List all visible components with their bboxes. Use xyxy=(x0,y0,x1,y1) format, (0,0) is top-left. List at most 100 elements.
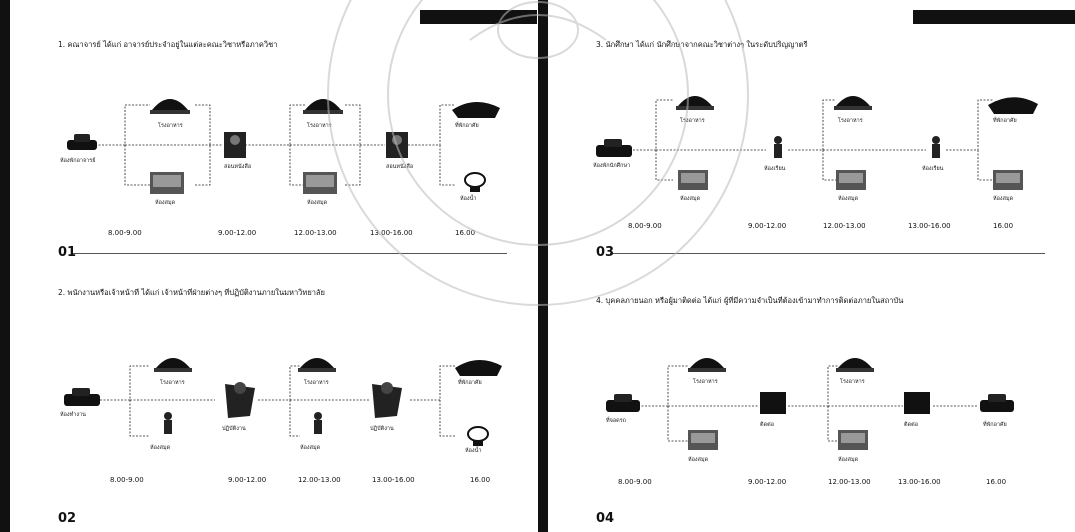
home-icon xyxy=(452,102,500,118)
time-label: 16.00 xyxy=(455,229,475,237)
time-label: 9.00-12.00 xyxy=(218,229,256,237)
time-label: 9.00-12.00 xyxy=(748,478,786,486)
node-label: ห้องน้ำ xyxy=(465,446,481,454)
node-label: สอนหนังสือ xyxy=(386,163,413,170)
library-icon xyxy=(993,170,1023,190)
canteen-icon xyxy=(298,358,336,372)
flow-diagram: ห้องพักนักศึกษา โรงอาหาร ห้องสมุด ห้องเร… xyxy=(538,0,1075,266)
time-label: 13.00-16.00 xyxy=(908,222,951,230)
node-label: โรงอาหาร xyxy=(307,121,332,129)
time-label: 8.00-9.00 xyxy=(110,476,144,484)
node-label: ห้องทำงาน xyxy=(60,411,86,418)
node-label: โรงอาหาร xyxy=(304,378,329,386)
home-icon xyxy=(455,360,502,376)
divider xyxy=(72,253,507,254)
student-icon xyxy=(164,412,172,434)
node-label: ปฏิบัติงาน xyxy=(222,425,246,432)
node-label: ห้องพักอาจารย์ xyxy=(60,157,95,164)
node-label: ห้องสมุด xyxy=(150,444,171,451)
library-icon xyxy=(838,430,868,450)
library-icon xyxy=(836,170,866,190)
contact-icon xyxy=(760,392,786,414)
canteen-icon xyxy=(150,99,190,114)
flow-diagram: ที่จอดรถ โรงอาหาร ห้องสมุด ติดต่อ โรงอาห… xyxy=(538,266,1075,532)
node-label: ห้องสมุด xyxy=(838,195,859,202)
node-label: โรงอาหาร xyxy=(158,121,183,129)
canteen-icon xyxy=(303,99,343,114)
node-label: โรงอาหาร xyxy=(680,116,705,124)
node-label: ที่จอดรถ xyxy=(606,416,626,424)
canteen-icon xyxy=(676,96,714,110)
toilet-icon xyxy=(465,173,485,192)
teacher-icon xyxy=(386,132,408,158)
student-icon xyxy=(774,136,782,158)
time-label: 9.00-12.00 xyxy=(748,222,786,230)
contact-icon xyxy=(904,392,930,414)
time-label: 9.00-12.00 xyxy=(228,476,266,484)
node-label: ที่พักอาศัย xyxy=(983,420,1007,428)
car-icon xyxy=(606,394,640,412)
teacher-icon xyxy=(224,132,246,158)
node-label: โรงอาหาร xyxy=(693,377,718,385)
node-label: ห้องสมุด xyxy=(300,444,321,451)
worker-icon xyxy=(372,382,402,418)
time-label: 16.00 xyxy=(986,478,1006,486)
time-label: 8.00-9.00 xyxy=(108,229,142,237)
panel-04: 4. บุคคลภายนอก หรือผู้มาติดต่อ ได้แก่ ผู… xyxy=(538,266,1075,532)
student-icon xyxy=(932,136,940,158)
time-label: 12.00-13.00 xyxy=(298,476,341,484)
panel-01: 1. คณาจารย์ ได้แก่ อาจารย์ประจำอยู่ในแต่… xyxy=(0,0,537,266)
time-label: 8.00-9.00 xyxy=(628,222,662,230)
car-icon xyxy=(64,388,100,406)
car-icon xyxy=(67,134,97,150)
flow-diagram: ห้องพักอาจารย์ โรงอาหาร ห้องสมุด สอนหนัง… xyxy=(0,0,537,266)
node-label: ห้องพักนักศึกษา xyxy=(593,162,630,169)
node-label: ห้องสมุด xyxy=(680,195,701,202)
node-label: ที่พักอาศัย xyxy=(458,378,482,386)
node-label: โรงอาหาร xyxy=(160,378,185,386)
panel-number: 02 xyxy=(58,511,76,526)
time-label: 16.00 xyxy=(993,222,1013,230)
node-label: ห้องสมุด xyxy=(307,199,328,206)
time-label: 13.00-16.00 xyxy=(372,476,415,484)
toilet-icon xyxy=(468,427,488,446)
library-icon xyxy=(688,430,718,450)
node-label: ห้องสมุด xyxy=(155,199,176,206)
time-label: 8.00-9.00 xyxy=(618,478,652,486)
canteen-icon xyxy=(154,358,192,372)
panel-number: 01 xyxy=(58,245,76,260)
car-icon xyxy=(980,394,1014,412)
library-icon xyxy=(303,172,337,194)
library-icon xyxy=(150,172,184,194)
time-label: 16.00 xyxy=(470,476,490,484)
node-label: โรงอาหาร xyxy=(838,116,863,124)
library-icon xyxy=(678,170,708,190)
node-label: ติดต่อ xyxy=(760,421,774,428)
node-label: ที่พักอาศัย xyxy=(993,116,1017,124)
node-label: ห้องสมุด xyxy=(688,456,709,463)
canteen-icon xyxy=(688,358,726,372)
node-label: ห้องเรียน xyxy=(764,165,786,172)
flow-diagram: ห้องทำงาน โรงอาหาร ห้องสมุด ปฏิบัติงาน โ… xyxy=(0,266,537,532)
student-icon xyxy=(314,412,322,434)
time-label: 13.00-16.00 xyxy=(370,229,413,237)
home-icon xyxy=(988,97,1038,114)
divider xyxy=(610,253,1045,254)
time-label: 12.00-13.00 xyxy=(294,229,337,237)
node-label: ติดต่อ xyxy=(904,421,918,428)
panel-03: 3. นักศึกษา ได้แก่ นักศึกษาจากคณะวิชาต่า… xyxy=(538,0,1075,266)
node-label: ห้องเรียน xyxy=(922,165,944,172)
canteen-icon xyxy=(834,96,872,110)
panel-number: 03 xyxy=(596,245,614,260)
time-label: 12.00-13.00 xyxy=(823,222,866,230)
canteen-icon xyxy=(836,358,874,372)
worker-icon xyxy=(225,382,255,418)
node-label: ห้องสมุด xyxy=(838,456,859,463)
panel-number: 04 xyxy=(596,511,614,526)
time-label: 13.00-16.00 xyxy=(898,478,941,486)
node-label: ห้องน้ำ xyxy=(460,194,476,202)
time-label: 12.00-13.00 xyxy=(828,478,871,486)
node-label: โรงอาหาร xyxy=(840,377,865,385)
car-icon xyxy=(596,139,632,157)
